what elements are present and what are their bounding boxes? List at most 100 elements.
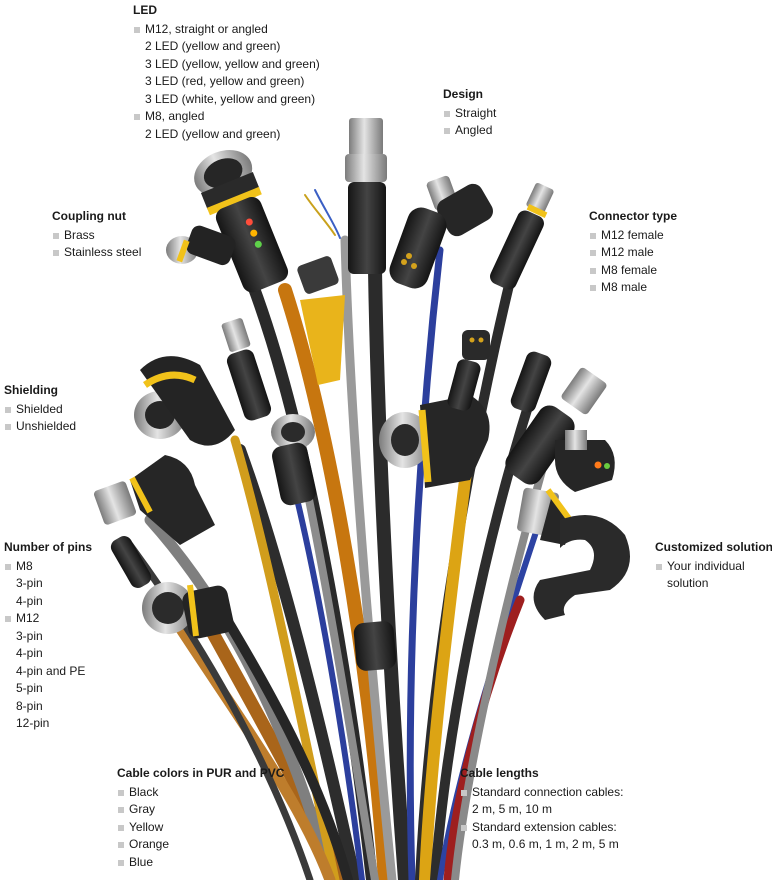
cable-yellow-left	[230, 435, 340, 880]
cable-length-item: Standard extension cables:	[460, 819, 623, 837]
led-list: M12, straight or angled 2 LED (yellow an…	[133, 21, 320, 144]
connector-m8-male-angled-small	[447, 330, 490, 411]
customized-solution-title: Customized solution	[655, 540, 772, 554]
wire-thin-top-2	[314, 189, 341, 239]
wire-thin-top	[304, 194, 336, 236]
shielding-list: Shielded Unshielded	[4, 401, 76, 436]
cable-orange-bottom	[169, 614, 336, 880]
pins-item: M8	[4, 558, 92, 576]
cable-black-center	[368, 263, 412, 880]
design-group: Design Straight Angled	[443, 86, 496, 140]
connector-shapes	[93, 118, 630, 671]
cable-blue-left	[287, 467, 365, 880]
cable-black-lower-left	[210, 595, 353, 880]
connector-type-item: M12 female	[589, 227, 677, 245]
coupling-nut-group: Coupling nut Brass Stainless steel	[52, 208, 141, 262]
connector-yellow-body	[297, 256, 345, 385]
cable-yellow-right	[419, 434, 476, 880]
coupling-nut-title: Coupling nut	[52, 209, 126, 223]
customized-solution-list: Your individual solution	[655, 558, 772, 593]
number-of-pins-group: Number of pins M8 3-pin 4-pin M12 3-pin …	[4, 539, 92, 733]
cable-length-item: 0.3 m, 0.6 m, 1 m, 2 m, 5 m	[472, 837, 619, 851]
connector-m12-male-angled	[389, 175, 493, 289]
led-item: 3 LED (red, yellow and green)	[145, 74, 305, 88]
shielding-item: Shielded	[4, 401, 76, 419]
cable-colors-title: Cable colors in PUR and PVC	[117, 766, 285, 780]
cable-lengths-list: Standard connection cables: 2 m, 5 m, 10…	[460, 784, 623, 854]
cable-gray-center	[340, 235, 397, 880]
cable-color-item: Gray	[117, 801, 284, 819]
customized-solution-group: Customized solution Your individual solu…	[655, 539, 772, 593]
led-item: 2 LED (yellow and green)	[145, 126, 281, 141]
customized-solution-item: solution	[667, 576, 709, 590]
customized-solution-shape	[533, 515, 630, 620]
cable-length-item: Standard connection cables:	[460, 784, 623, 802]
connector-type-list: M12 female M12 male M8 female M8 male	[589, 227, 677, 297]
connector-m12-male-angled-right	[517, 487, 573, 545]
connector-m12-male-straight	[345, 118, 387, 274]
cable-orange-top	[278, 283, 392, 880]
pins-item: M12	[4, 610, 92, 628]
cable-grommet	[353, 621, 397, 671]
cable-lengths-group: Cable lengths Standard connection cables…	[460, 765, 623, 854]
led-title: LED	[133, 3, 157, 17]
connector-m12-male-right	[505, 367, 607, 485]
pins-item: 12-pin	[16, 716, 50, 730]
number-of-pins-list: M8 3-pin 4-pin M12 3-pin 4-pin 4-pin and…	[4, 558, 92, 733]
cable-color-item: Blue	[117, 854, 284, 872]
cable-lengths-title: Cable lengths	[460, 766, 539, 780]
shielding-group: Shielding Shielded Unshielded	[4, 382, 76, 436]
led-item: M8, angled	[133, 108, 320, 126]
led-item: M12, straight or angled	[133, 21, 320, 39]
pins-item: 4-pin and PE	[16, 663, 86, 678]
connector-m12-angled-shielded	[134, 356, 235, 446]
coupling-nut-item: Stainless steel	[52, 244, 141, 262]
connector-m8-female-right	[510, 351, 552, 413]
cable-color-item: Orange	[117, 836, 284, 854]
connector-m12-female-center	[271, 414, 316, 506]
connector-m8-male-straight	[221, 318, 272, 421]
pins-item: 4-pin	[16, 593, 43, 608]
cable-black-left	[234, 444, 361, 880]
pins-item: 3-pin	[16, 576, 43, 590]
connector-m8-female-straight	[490, 182, 554, 290]
pins-item: 3-pin	[16, 628, 43, 643]
number-of-pins-title: Number of pins	[4, 540, 93, 554]
cable-blue-center	[406, 246, 444, 880]
cable-gray-left	[301, 476, 379, 880]
design-item: Straight	[443, 105, 496, 123]
connector-type-title: Connector type	[589, 209, 678, 223]
connector-m12-female-led	[194, 149, 289, 293]
connector-m8-angled-left	[166, 225, 236, 266]
led-group: LED M12, straight or angled 2 LED (yello…	[133, 2, 320, 143]
cable-color-item: Yellow	[117, 819, 284, 837]
design-title: Design	[443, 87, 484, 101]
pins-item: 5-pin	[16, 681, 43, 695]
led-item: 3 LED (white, yellow and green)	[145, 91, 316, 106]
connector-type-group: Connector type M12 female M12 male M8 fe…	[589, 208, 677, 297]
cable-colors-list: Black Gray Yellow Orange Blue	[117, 784, 284, 872]
connector-type-item: M12 male	[589, 244, 677, 262]
connector-type-item: M8 female	[589, 262, 677, 280]
connector-type-item: M8 male	[589, 279, 677, 297]
connector-m12-female-angled-center	[379, 395, 490, 488]
connector-m12-female-lower-left	[142, 582, 234, 639]
pins-item: 8-pin	[16, 698, 43, 713]
cable-gray-left-lower	[144, 514, 336, 880]
design-item: Angled	[443, 122, 496, 140]
connector-m12-angled-lower-left	[93, 455, 215, 545]
cable-length-item: 2 m, 5 m, 10 m	[472, 802, 553, 816]
connector-m8-angled-led-right	[555, 430, 615, 492]
cable-colors-group: Cable colors in PUR and PVC Black Gray Y…	[117, 765, 284, 871]
customized-solution-item: Your individual	[655, 558, 772, 576]
pins-item: 4-pin	[16, 646, 43, 660]
design-list: Straight Angled	[443, 105, 496, 140]
coupling-nut-item: Brass	[52, 227, 141, 245]
led-item: 2 LED (yellow and green)	[145, 39, 281, 53]
shielding-item: Unshielded	[4, 418, 76, 436]
led-item: 3 LED (yellow, yellow and green)	[145, 56, 320, 71]
shielding-title: Shielding	[4, 383, 58, 397]
cable-color-item: Black	[117, 784, 284, 802]
connector-m8-straight-lower-left	[110, 536, 152, 588]
